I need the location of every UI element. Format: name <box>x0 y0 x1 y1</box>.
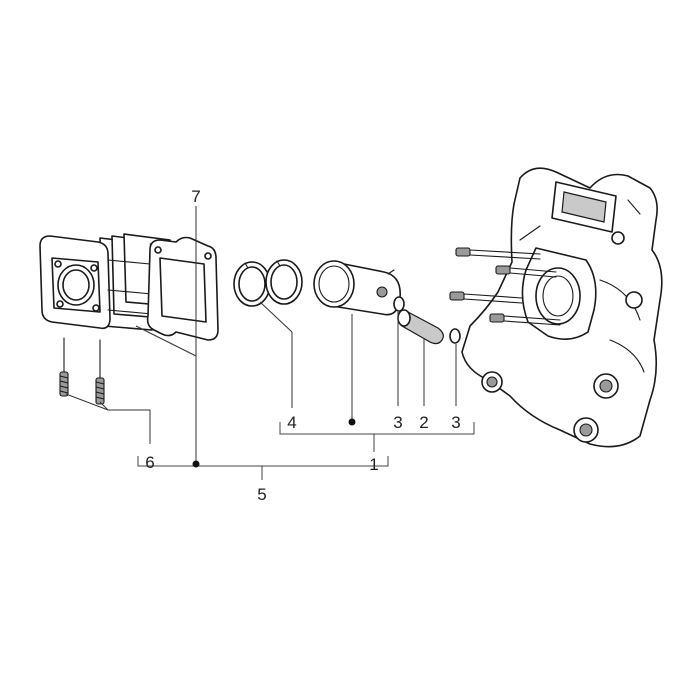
callout-2: 2 <box>419 413 428 432</box>
piston-ring-2 <box>265 259 303 305</box>
circlip-right <box>449 328 461 344</box>
cylinder <box>39 233 173 331</box>
crankcase-stud-1 <box>455 247 541 260</box>
cylinder-gasket <box>146 236 219 341</box>
callout-1: 1 <box>369 455 378 474</box>
crankcase-stud-3 <box>449 291 523 304</box>
dot-gasket <box>192 460 200 468</box>
callout-7: 7 <box>191 187 200 206</box>
callout-3-left: 3 <box>393 413 402 432</box>
callout-6: 6 <box>145 453 154 472</box>
piston <box>313 260 401 316</box>
crankcase <box>461 167 663 448</box>
leader-lines <box>65 206 457 464</box>
piston-ring-1 <box>233 261 271 307</box>
callout-4: 4 <box>287 413 296 432</box>
stud-right <box>95 339 105 405</box>
dot-piston <box>348 418 356 426</box>
group-bracket-1 <box>279 422 475 452</box>
callout-5: 5 <box>257 485 266 504</box>
callout-3-right: 3 <box>451 413 460 432</box>
group-bracket-5 <box>137 456 389 480</box>
circlip-left <box>393 296 405 312</box>
crankcase-stud-2 <box>495 265 557 278</box>
stud-left <box>59 337 69 397</box>
crankcase-stud-4 <box>489 313 561 326</box>
piston-pin <box>397 309 444 345</box>
